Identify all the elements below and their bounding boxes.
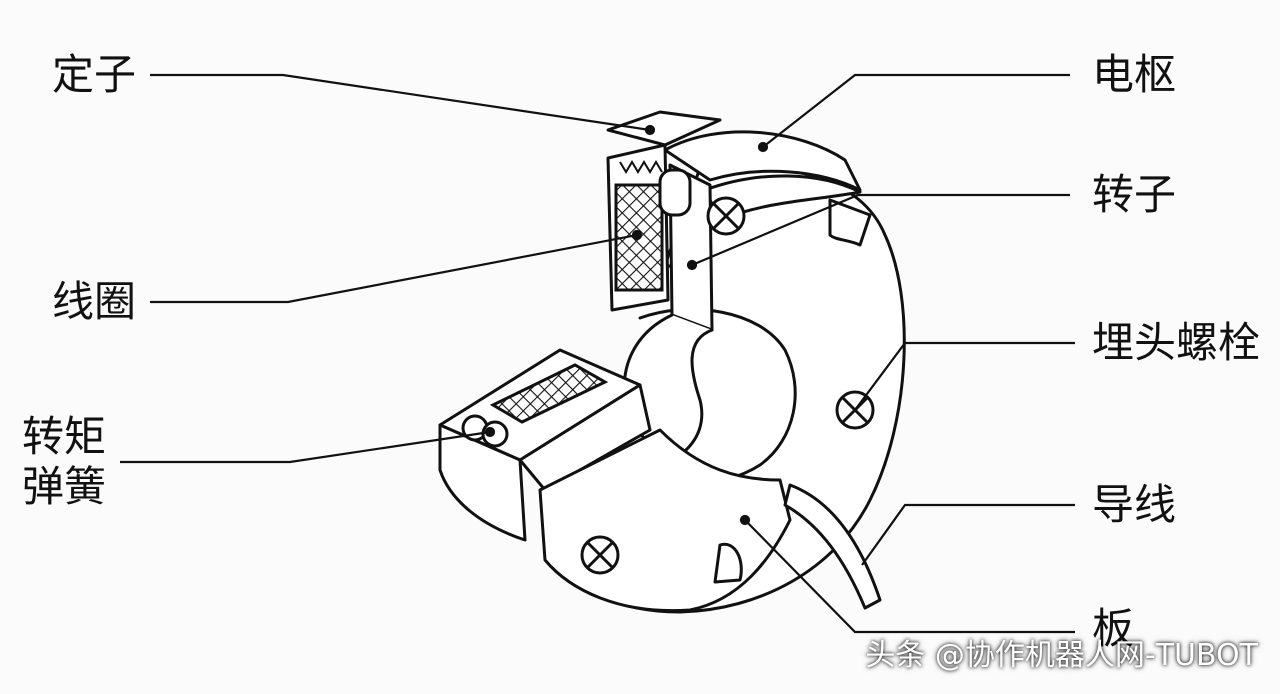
leader-stator: [150, 73, 651, 132]
lead-wire: [783, 483, 882, 610]
leader-lead-wire: [861, 503, 1075, 566]
label-armature: 电枢: [1092, 50, 1177, 99]
plate-notch-bottom: [713, 542, 743, 584]
label-torque-spring-line1: 转矩: [22, 412, 107, 461]
leader-armature: [762, 73, 1070, 148]
watermark: 头条 @协作机器人网-TUBOT: [865, 638, 1258, 673]
bolt-top: [706, 196, 746, 236]
lower-rotor-face: [518, 383, 652, 492]
leader-plate: [744, 519, 1075, 634]
leader-rotor: [691, 193, 1070, 267]
lower-block-front: [438, 423, 527, 542]
label-plate: 板: [1092, 604, 1135, 653]
armature-ring-top: [663, 130, 862, 192]
label-lead-wire: 导线: [1092, 480, 1177, 529]
lower-coil: [489, 363, 609, 424]
label-stator: 定子: [52, 50, 137, 99]
leader-bolt: [854, 341, 1075, 411]
label-torque-spring: 转矩 弹簧: [22, 412, 106, 512]
upper-spring: [619, 160, 692, 217]
stator-top: [606, 110, 722, 147]
leader-torque-spring: [120, 430, 491, 464]
plate-notch-top: [828, 198, 872, 247]
label-rotor: 转子: [1092, 170, 1177, 219]
label-coil: 线圈: [52, 277, 137, 326]
bolt-bottom: [580, 535, 620, 575]
label-torque-spring-line2: 弹簧: [22, 462, 107, 511]
leader-coil: [150, 233, 638, 304]
label-countersunk-bolt: 埋头螺栓: [1092, 318, 1261, 367]
